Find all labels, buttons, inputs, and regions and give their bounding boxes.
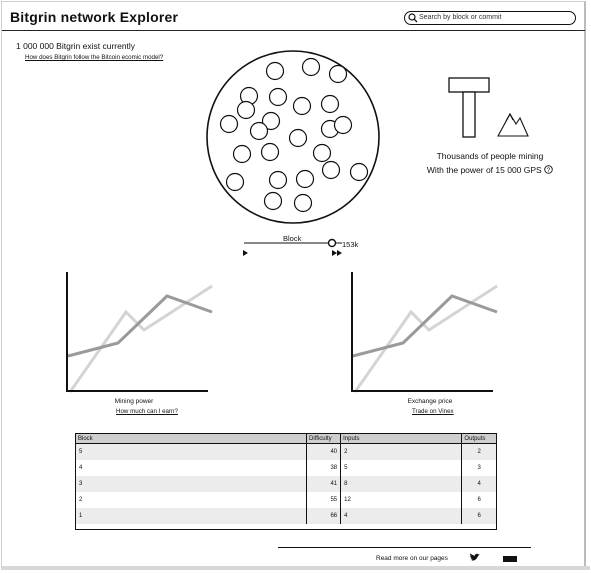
network-node xyxy=(328,64,348,84)
series-light-line xyxy=(353,284,498,393)
col-header-outputs[interactable]: Outputs xyxy=(461,434,496,444)
network-node xyxy=(321,160,341,180)
block-slider[interactable] xyxy=(236,232,346,265)
mining-power-title: Mining power xyxy=(114,398,154,405)
network-node xyxy=(268,170,288,190)
network-node xyxy=(232,144,252,164)
cell-block: 5 xyxy=(76,443,307,460)
cell-outputs: 6 xyxy=(461,492,496,508)
cell-difficulty: 66 xyxy=(306,508,341,524)
svg-text:?: ? xyxy=(547,168,551,174)
network-node xyxy=(249,121,269,141)
mining-line-2: With the power of 15 000 GPS ? xyxy=(400,163,580,177)
network-node xyxy=(225,172,245,192)
fast-forward-icon xyxy=(332,250,342,256)
network-node xyxy=(219,114,239,134)
cell-block: 4 xyxy=(79,465,83,471)
table-row[interactable]: 2 55 12 6 xyxy=(76,492,496,508)
cell-inputs: 12 xyxy=(340,492,462,508)
vinex-link[interactable]: Trade on Vinex xyxy=(412,408,454,415)
cell-block: 3 xyxy=(76,476,307,492)
cell-block: 1 xyxy=(76,508,307,524)
table-row[interactable]: 4 38 5 3 xyxy=(76,460,496,476)
cell-inputs: 5 xyxy=(340,460,462,476)
col-header-difficulty[interactable]: Difficulty xyxy=(306,434,341,444)
table-header-row: Block Difficulty Inputs Outputs xyxy=(76,434,496,444)
table-row[interactable]: 3 41 8 4 xyxy=(76,476,496,492)
network-node xyxy=(301,57,321,77)
network-node xyxy=(268,87,288,107)
twitter-icon[interactable] xyxy=(469,553,481,563)
col-header-block[interactable]: Block xyxy=(76,434,307,444)
page-title: Bitgrin network Explorer xyxy=(10,9,179,25)
mountain-icon xyxy=(497,112,529,137)
mining-line-1: Thousands of people mining xyxy=(436,151,544,161)
network-node xyxy=(312,143,332,163)
cell-difficulty: 40 xyxy=(306,443,341,460)
block-value: 153k xyxy=(342,240,359,249)
network-node xyxy=(236,100,256,120)
earn-link[interactable]: How much can I earn? xyxy=(116,408,178,415)
network-node xyxy=(333,115,353,135)
supply-text: 1 000 000 Bitgrin exist currently xyxy=(16,41,136,51)
exchange-price-title: Exchange price xyxy=(407,398,453,405)
table-row[interactable]: 5 40 2 2 xyxy=(76,443,496,460)
network-node xyxy=(265,61,285,81)
mining-power-chart xyxy=(62,268,222,399)
series-dark-line xyxy=(352,294,498,358)
cell-outputs: 2 xyxy=(461,443,496,460)
network-node xyxy=(295,169,315,189)
cell-inputs: 4 xyxy=(340,508,462,524)
mining-line-2-text: With the power of 15 000 GPS xyxy=(426,165,542,175)
bottom-scroll-strip xyxy=(1,566,590,570)
network-node xyxy=(260,142,280,162)
mining-info: Thousands of people mining With the powe… xyxy=(400,149,580,177)
network-node xyxy=(292,96,312,116)
cell-outputs: 6 xyxy=(461,508,496,524)
cell-inputs: 2 xyxy=(340,443,462,460)
header-bar: Bitgrin network Explorer Search by block… xyxy=(2,3,585,31)
cell-difficulty: 55 xyxy=(306,492,341,508)
network-visualization xyxy=(205,49,381,230)
search-box[interactable]: Search by block or commit xyxy=(404,11,576,25)
hammer-icon xyxy=(448,77,490,138)
network-node xyxy=(293,193,313,213)
cell-difficulty: 41 xyxy=(306,476,341,492)
search-icon xyxy=(408,13,418,23)
network-node xyxy=(261,111,281,131)
economic-model-link[interactable]: How does Bitgrin follow the Bitcoin ecom… xyxy=(25,54,164,61)
col-header-inputs[interactable]: Inputs xyxy=(340,434,462,444)
cell-block: 2 xyxy=(79,497,83,503)
footer-divider xyxy=(278,547,531,548)
brand-icon[interactable] xyxy=(503,556,517,562)
exchange-price-chart xyxy=(347,268,507,399)
cell-outputs: 3 xyxy=(461,460,496,476)
slider-handle xyxy=(327,238,337,248)
play-icon xyxy=(243,250,248,256)
mining-illustration xyxy=(440,74,535,151)
block-label: Block xyxy=(283,234,302,243)
footer-read-more: Read more on our pages xyxy=(376,555,448,562)
question-circle-icon[interactable]: ? xyxy=(544,165,553,174)
cell-outputs: 4 xyxy=(461,476,496,492)
cell-inputs: 8 xyxy=(340,476,462,492)
cell-difficulty: 38 xyxy=(306,460,341,476)
network-node xyxy=(349,162,369,182)
network-node xyxy=(288,128,308,148)
network-node xyxy=(263,191,283,211)
search-input[interactable]: Search by block or commit xyxy=(419,14,502,21)
network-node xyxy=(320,94,340,114)
table-row[interactable]: 1 66 4 6 xyxy=(76,508,496,524)
series-dark-line xyxy=(67,294,213,358)
blocks-table: Block Difficulty Inputs Outputs 5 40 2 2… xyxy=(75,433,497,530)
series-light-line xyxy=(68,284,213,393)
